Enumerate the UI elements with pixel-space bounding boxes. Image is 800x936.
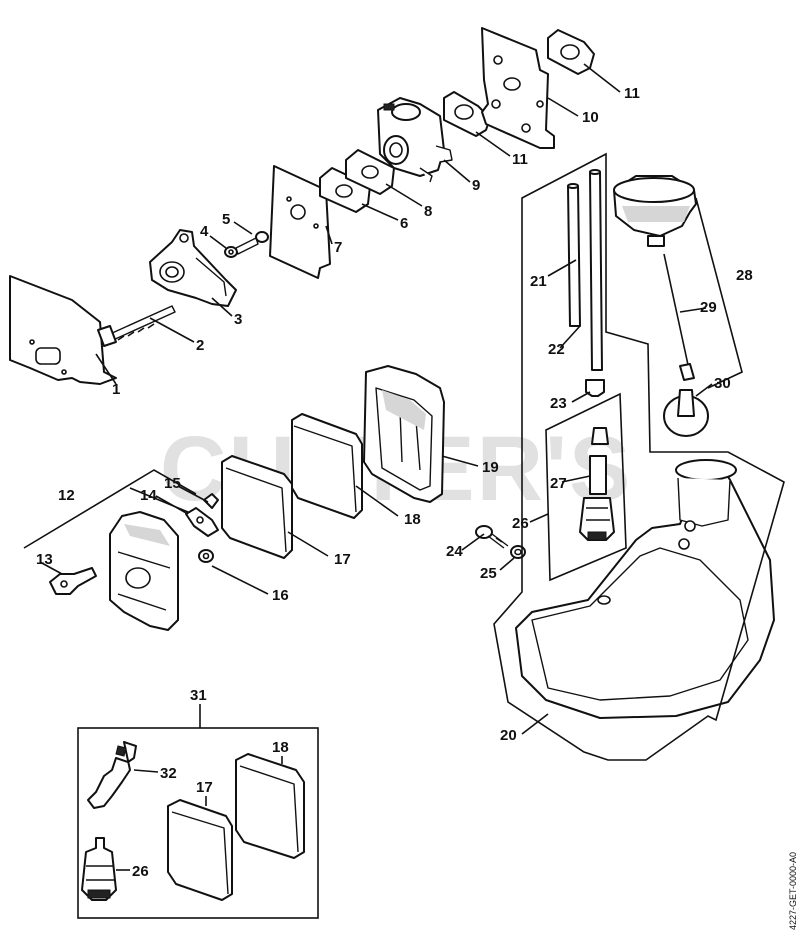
callout-11-upper: 11 — [624, 85, 640, 102]
part-18-filter-pad-kit — [235, 753, 305, 859]
part-14-link — [185, 507, 219, 537]
callout-labels: 1 2 3 4 5 6 7 8 9 10 11 11 12 13 14 15 1… — [36, 85, 753, 880]
callout-17: 17 — [334, 551, 351, 568]
part-27-pickup — [589, 427, 609, 495]
part-10-shield-plate — [481, 27, 555, 149]
drawing-code: 4227-GET-0000-A0 — [788, 852, 798, 930]
callout-14: 14 — [140, 487, 157, 504]
part-23-grommet — [585, 379, 605, 397]
part-18-filter-pad — [291, 413, 363, 519]
callout-9: 9 — [472, 177, 480, 194]
callout-8: 8 — [424, 203, 432, 220]
part-16-nut — [198, 549, 214, 563]
part-19-filter-housing — [363, 365, 445, 503]
callout-28: 28 — [736, 267, 753, 284]
callout-21: 21 — [530, 273, 547, 290]
part-26-fuel-filter-kit — [81, 837, 117, 901]
part-7-gasket-plate — [269, 165, 331, 279]
callout-22: 22 — [548, 341, 565, 358]
callout-6: 6 — [400, 215, 408, 232]
callout-16: 16 — [272, 587, 289, 604]
callout-18-kit: 18 — [272, 739, 289, 756]
part-15-clip — [203, 493, 219, 509]
callout-26: 26 — [512, 515, 529, 532]
part-22-tube — [589, 169, 603, 371]
bracket-fuel-filter-box — [545, 392, 627, 582]
callout-2: 2 — [196, 337, 204, 354]
part-4-washer — [224, 246, 238, 258]
part-6-gasket — [319, 167, 371, 213]
callout-20: 20 — [500, 727, 517, 744]
callout-10: 10 — [582, 109, 599, 126]
callout-24: 24 — [446, 543, 463, 560]
callout-15: 15 — [164, 475, 181, 492]
part-12-cover — [109, 511, 179, 631]
callout-7: 7 — [334, 239, 342, 256]
callout-27: 27 — [550, 475, 567, 492]
callout-19: 19 — [482, 459, 499, 476]
callout-17-kit: 17 — [196, 779, 213, 796]
callout-1: 1 — [112, 381, 120, 398]
bracket-fuel-system — [493, 152, 785, 761]
part-2-bolt — [97, 305, 176, 347]
part-30-retainer — [663, 389, 709, 437]
part-17-filter-element-kit — [167, 799, 233, 901]
callout-18: 18 — [404, 511, 421, 528]
leader-lines — [39, 63, 713, 871]
part-24-screw — [475, 525, 509, 549]
part-28-fuel-cap — [613, 175, 697, 247]
callout-25: 25 — [480, 565, 497, 582]
bracket-fuel-cap — [695, 197, 743, 389]
part-20-fuel-tank — [515, 459, 775, 719]
part-1-gasket — [9, 275, 117, 385]
callout-26-kit: 26 — [132, 863, 149, 880]
part-3-manifold — [149, 229, 237, 307]
part-26-fuel-filter — [579, 497, 615, 541]
part-25-washer — [510, 545, 526, 559]
callout-12: 12 — [58, 487, 75, 504]
callout-31: 31 — [190, 687, 207, 704]
part-32-spark-plug — [87, 741, 137, 809]
callout-29: 29 — [700, 299, 717, 316]
part-17-filter-element — [221, 455, 293, 559]
part-9-carburetor — [377, 97, 453, 183]
callout-30: 30 — [714, 375, 731, 392]
kit-31-box — [77, 727, 319, 919]
part-5-screw — [235, 231, 269, 255]
callout-13: 13 — [36, 551, 53, 568]
part-8-spacer — [345, 149, 395, 195]
callout-3: 3 — [234, 311, 242, 328]
callout-5: 5 — [222, 211, 230, 228]
callout-11-lower: 11 — [512, 151, 528, 168]
part-29-cable — [663, 253, 695, 381]
callout-4: 4 — [200, 223, 209, 240]
part-21-tube — [567, 183, 581, 327]
part-11-gasket-upper — [547, 29, 595, 75]
callout-23: 23 — [550, 395, 567, 412]
callout-32: 32 — [160, 765, 177, 782]
